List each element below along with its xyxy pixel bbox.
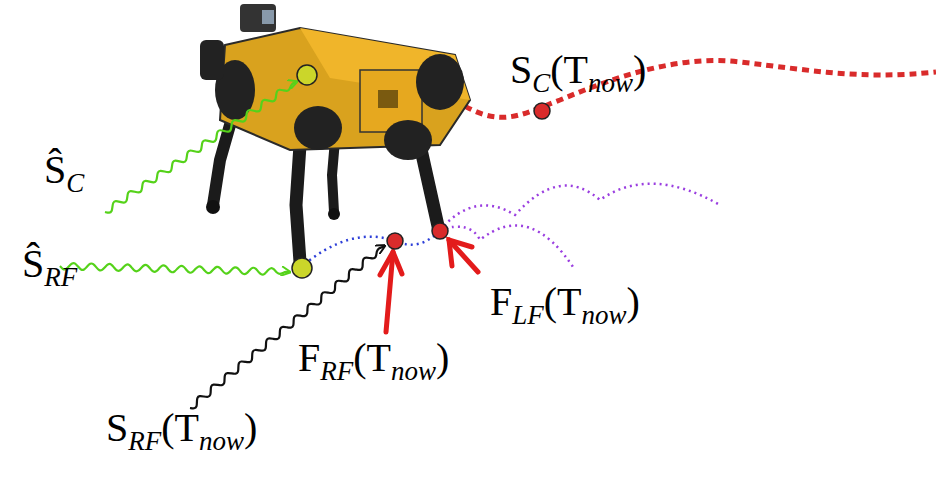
math-label: ŜC [44,150,84,197]
foot-trajectory [300,230,440,268]
force-arrow [380,240,478,332]
estimate-arrow [105,82,296,213]
math-label: SC(Tnow) [510,50,646,97]
future-foot-trajectory [440,225,575,270]
estimate-arrow [60,263,289,275]
math-label: FLF(Tnow) [490,282,640,329]
state-dot [292,65,550,278]
math-label: FRF(Tnow) [298,338,449,385]
math-label: ŜRF [22,244,77,291]
math-label: SRF(Tnow) [106,408,257,455]
future-foot-trajectory [440,184,720,230]
reference-arrow [190,246,384,408]
robot-body [200,4,470,160]
